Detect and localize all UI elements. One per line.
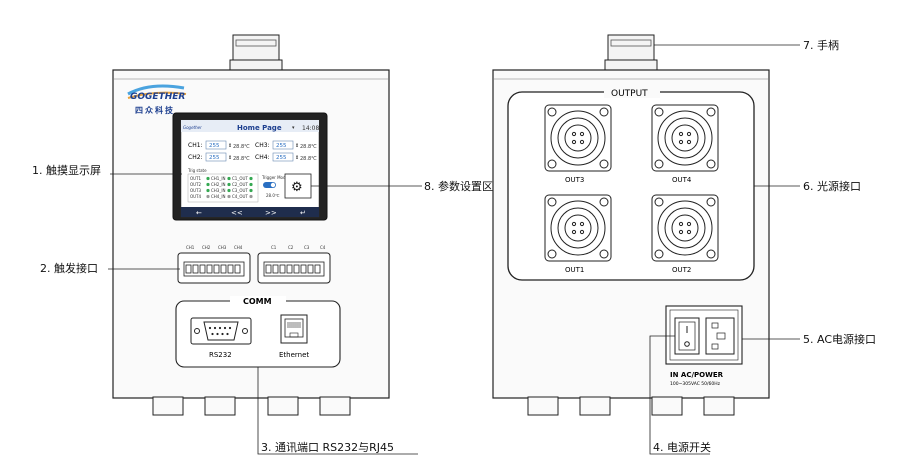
- nav-next-button[interactable]: >>: [265, 209, 277, 217]
- ch3-temp: 28.8℃: [300, 144, 317, 150]
- callout-ac-power-port: 5. AC电源接口: [803, 332, 876, 346]
- gear-icon: ⚙: [291, 180, 303, 195]
- front-view: GOGETHER 四众科技 Gogether Home Page ▾ 14:08…: [112, 34, 390, 416]
- trigger-mode-label: Trigger Mode: [261, 175, 289, 180]
- svg-text:CH2: CH2: [202, 245, 211, 250]
- trigger-row: OUT1 CH1_IN C1_OUT: [190, 176, 253, 181]
- ch2-stepper-icon: ⇕: [228, 155, 232, 161]
- out3-label: OUT3: [565, 176, 584, 184]
- output-connector-out3[interactable]: [544, 104, 612, 172]
- callout-comm-port: 3. 通讯端口 RS232与RJ45: [261, 441, 394, 454]
- svg-text:C1_OUT: C1_OUT: [232, 176, 248, 181]
- svg-text:CH1_IN: CH1_IN: [211, 176, 226, 181]
- callout-light-port: 6. 光源接口: [803, 179, 861, 193]
- ch1-temp: 28.8℃: [233, 144, 250, 150]
- screen-title: Home Page: [237, 124, 282, 132]
- svg-text:CH2_IN: CH2_IN: [211, 182, 226, 187]
- svg-text:C3_OUT: C3_OUT: [232, 188, 248, 193]
- svg-text:OUT3: OUT3: [190, 188, 202, 193]
- svg-text:C2: C2: [288, 245, 294, 250]
- logo-text: GOGETHER: [130, 92, 185, 102]
- svg-text:CH1: CH1: [186, 245, 195, 250]
- nav-back-button[interactable]: ←: [196, 209, 202, 217]
- channel-grid: CH1: 255 ⇕ 28.8℃ CH3: 255 ⇕ 28.8℃ CH2: 2…: [188, 140, 317, 162]
- ch4-stepper-icon: ⇕: [295, 155, 299, 161]
- rs232-port[interactable]: [190, 317, 252, 345]
- ambient-temp: 28.0℃: [266, 193, 280, 198]
- svg-text:C4_OUT: C4_OUT: [232, 194, 248, 199]
- comm-panel: COMM RS232: [175, 296, 341, 368]
- nav-enter-button[interactable]: ↵: [300, 209, 306, 217]
- svg-text:C1: C1: [271, 245, 277, 250]
- rs232-label: RS232: [209, 351, 232, 359]
- callout-handle: 7. 手柄: [803, 38, 839, 52]
- trigger-section-title: Trig state: [187, 168, 207, 173]
- ethernet-port[interactable]: [280, 314, 308, 344]
- ch1-label: CH1:: [188, 142, 203, 149]
- ch2-temp: 28.8℃: [233, 156, 250, 162]
- screen-time: 14:08: [302, 125, 319, 132]
- output-connector-out1[interactable]: [544, 194, 612, 262]
- callout-param-area: 8. 参数设置区: [424, 179, 493, 193]
- svg-text:C2_OUT: C2_OUT: [232, 182, 248, 187]
- wifi-icon: ▾: [292, 125, 295, 131]
- ch3-value: 255: [276, 143, 287, 149]
- svg-text:OUT2: OUT2: [190, 182, 202, 187]
- ch2-label: CH2:: [188, 154, 203, 161]
- comm-title: COMM: [243, 297, 272, 306]
- svg-text:C4: C4: [320, 245, 326, 250]
- trigger-terminal-left: CH1 CH2 CH3 CH4: [177, 245, 251, 284]
- back-view: OUTPUT OUT3 OUT4: [492, 34, 770, 416]
- ch4-value: 255: [276, 155, 287, 161]
- ch1-value-box[interactable]: [205, 140, 227, 150]
- trigger-row: OUT3 CH3_IN C3_OUT: [190, 188, 253, 193]
- callout-trigger-port: 2. 触发接口: [40, 261, 98, 275]
- power-label: IN AC/POWER: [670, 371, 724, 379]
- ch2-value: 255: [209, 155, 220, 161]
- ethernet-label: Ethernet: [279, 351, 309, 359]
- trigger-terminal-right: C1 C2 C3 C4: [257, 245, 331, 284]
- power-module: IN AC/POWER 100~305VAC 50/60Hz: [665, 305, 743, 387]
- callouts: [108, 44, 800, 455]
- ch4-temp: 28.8℃: [300, 156, 317, 162]
- svg-text:CH4: CH4: [234, 245, 243, 250]
- power-spec: 100~305VAC 50/60Hz: [670, 381, 721, 387]
- svg-text:CH3_IN: CH3_IN: [211, 188, 226, 193]
- output-connector-out2[interactable]: [651, 194, 719, 262]
- nav-prev-button[interactable]: <<: [231, 209, 243, 217]
- svg-text:C3: C3: [304, 245, 310, 250]
- out2-label: OUT2: [672, 266, 691, 274]
- callout-touch-screen: 1. 触摸显示屏: [32, 163, 101, 177]
- svg-text:OUT1: OUT1: [190, 176, 202, 181]
- out4-label: OUT4: [672, 176, 692, 184]
- output-connector-out4[interactable]: [651, 104, 719, 172]
- ch4-label: CH4:: [255, 154, 270, 161]
- ch1-value: 255: [209, 143, 220, 149]
- callout-power-switch: 4. 电源开关: [653, 440, 711, 454]
- trigger-row: OUT4 CH4_IN C4_OUT: [190, 194, 253, 199]
- ch3-stepper-icon: ⇕: [295, 143, 299, 149]
- ch3-label: CH3:: [255, 142, 270, 149]
- ch2-value-box[interactable]: [205, 152, 227, 162]
- ac-power-socket[interactable]: [705, 317, 735, 355]
- touch-screen[interactable]: [180, 119, 320, 218]
- trigger-row: OUT2 CH2_IN C2_OUT: [190, 182, 253, 187]
- output-title: OUTPUT: [611, 89, 648, 99]
- svg-text:CH4_IN: CH4_IN: [211, 194, 226, 199]
- brand-logo: GOGETHER 四众科技: [127, 84, 187, 115]
- svg-text:OUT4: OUT4: [190, 194, 202, 199]
- ch3-value-box[interactable]: [272, 140, 294, 150]
- out1-label: OUT1: [565, 266, 584, 274]
- ch1-stepper-icon: ⇕: [228, 143, 232, 149]
- brand-chinese-name: 四众科技: [135, 105, 175, 115]
- trigger-status-panel: Trig state OUT1 CH1_IN C1_OUT OUT2 CH2_I…: [187, 168, 312, 203]
- svg-text:CH3: CH3: [218, 245, 227, 250]
- ch4-value-box[interactable]: [272, 152, 294, 162]
- screen-logo: Gogether: [183, 125, 202, 130]
